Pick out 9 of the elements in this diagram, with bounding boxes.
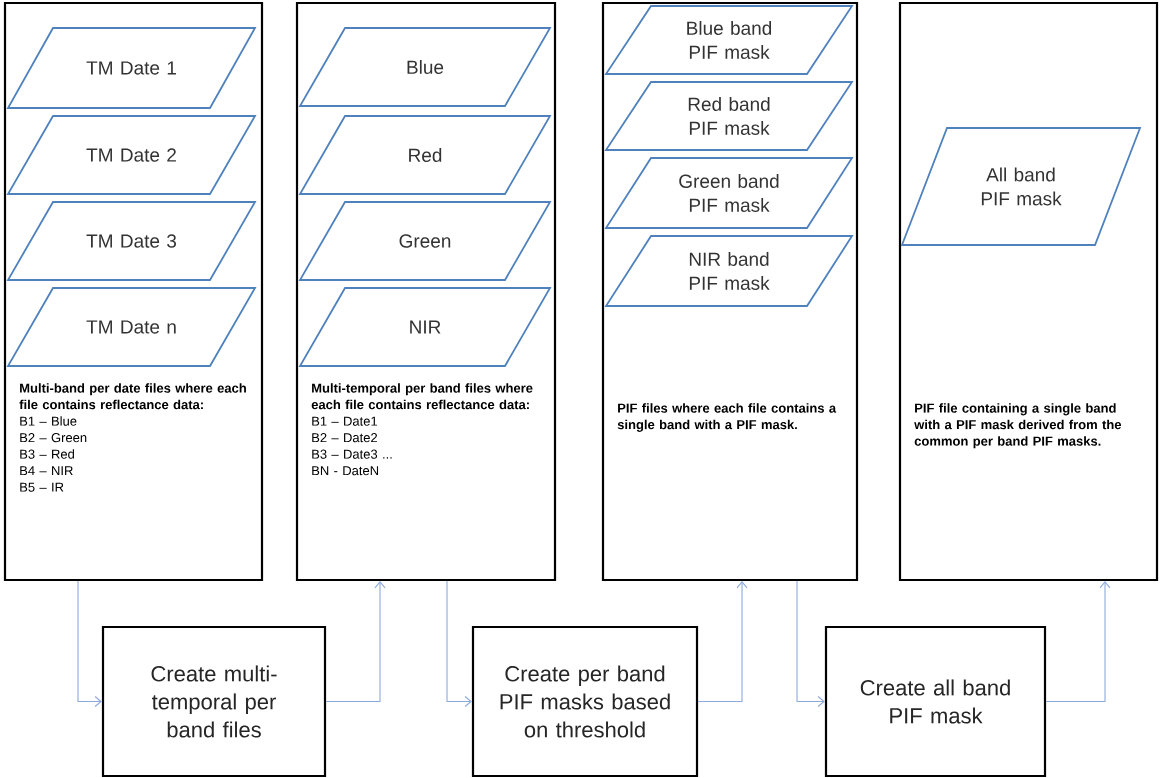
connector-arrow	[77, 580, 102, 708]
connector-arrow	[325, 581, 386, 703]
connector-arrow	[796, 580, 825, 708]
process-box: Create multi-temporal per band files	[101, 625, 327, 778]
connector-arrow	[1045, 581, 1111, 703]
process-box: Create per band PIF masks based on threshold	[471, 625, 699, 778]
process-box: Create all band PIF mask	[824, 625, 1047, 778]
connector-arrow	[446, 580, 472, 708]
connector-arrow	[697, 581, 748, 703]
